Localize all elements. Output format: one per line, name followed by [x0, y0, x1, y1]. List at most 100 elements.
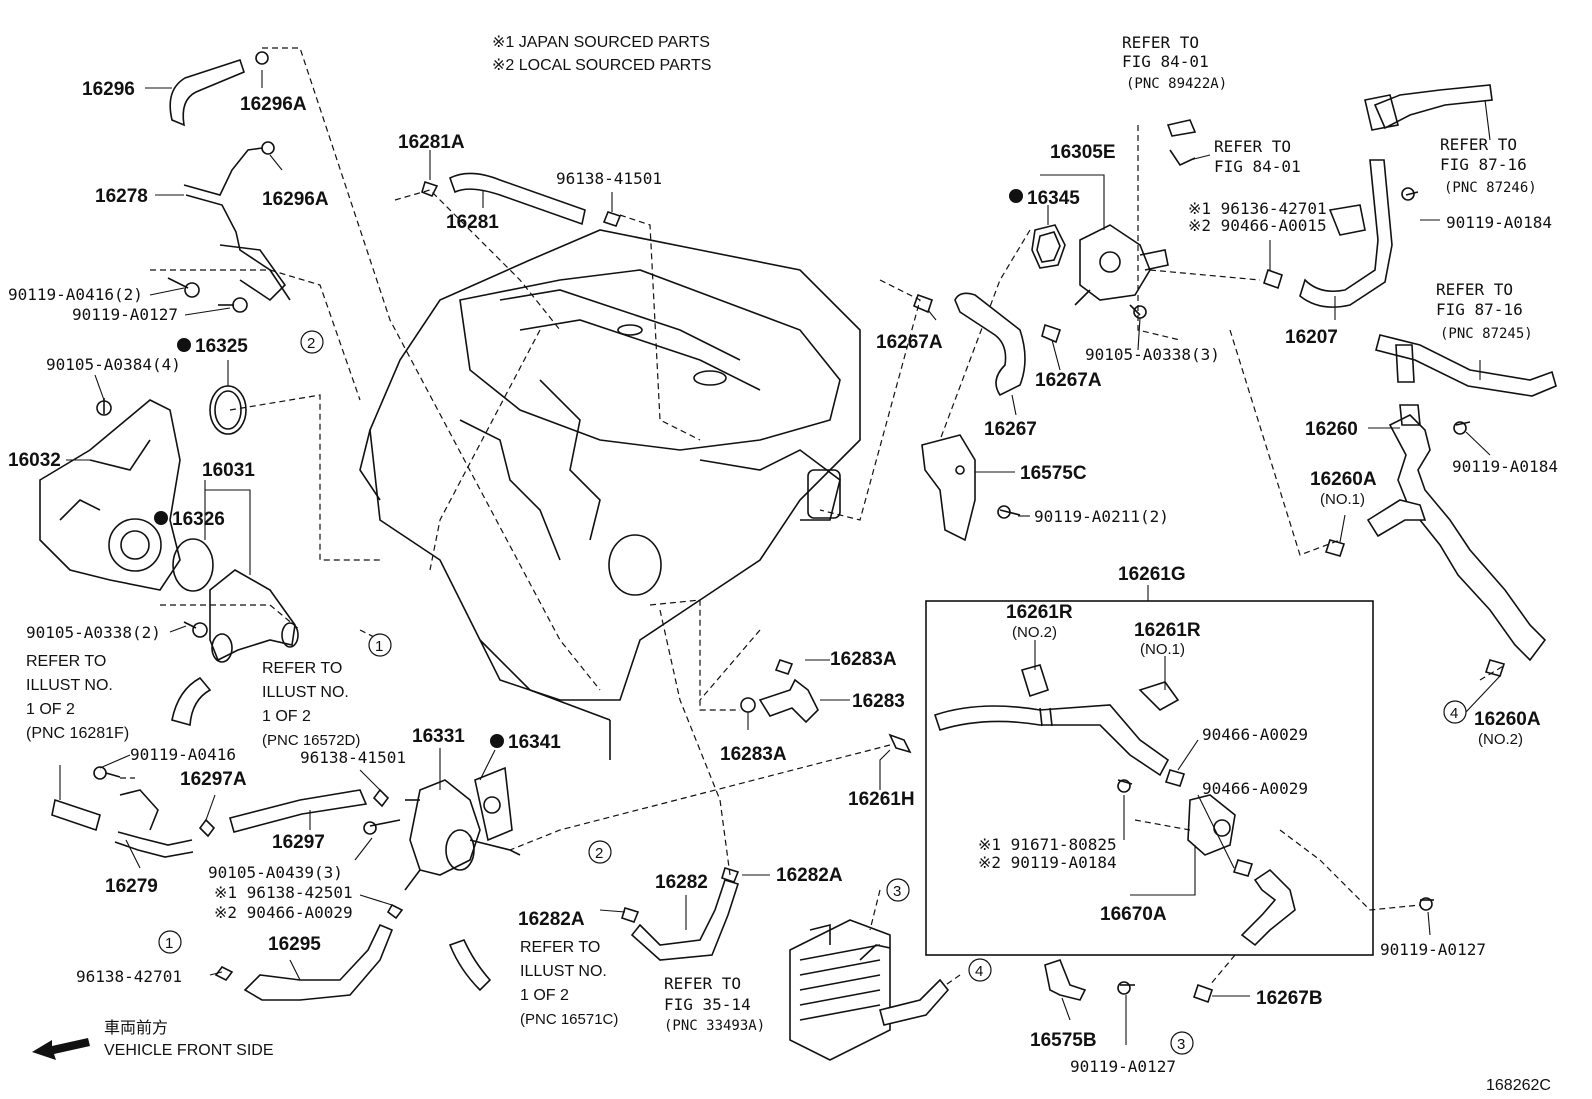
part-bolt-90105-A0439	[363, 819, 401, 835]
label-16305E: 16305E	[1050, 142, 1116, 163]
part-16341-gasket	[474, 766, 513, 842]
part-labels: 16296 16296A 16296A 16278 90119-A0416(2)…	[8, 79, 1558, 1076]
label-16575C: 16575C	[1020, 463, 1087, 484]
part-16282-hose	[621, 866, 740, 961]
label-90119-A0127-b: 90119-A0127	[1380, 940, 1486, 959]
label-90119-A0416-2: 90119-A0416(2)	[8, 285, 143, 304]
label-16282A-2: 16282A	[518, 909, 585, 930]
label-90466-A0029-c: 90466-A0029	[1202, 779, 1308, 798]
part-16032-water-pump	[39, 399, 181, 591]
svg-text:ILLUST NO.: ILLUST NO.	[26, 677, 113, 694]
dashed-routing	[120, 47, 1506, 1011]
circle-ref-1-a: 1	[368, 633, 392, 657]
label-90119-A0127-c: 90119-A0127	[1070, 1057, 1176, 1076]
part-16331-outlet	[404, 779, 521, 891]
circle-ref-4-b: 4	[1443, 700, 1467, 724]
label-16283: 16283	[852, 691, 905, 712]
front-side-jp: 車両前方	[104, 1019, 168, 1037]
label-16278: 16278	[95, 186, 148, 207]
label-16031: 16031	[202, 460, 255, 481]
svg-text:FIG 35-14: FIG 35-14	[664, 995, 751, 1014]
part-16295-hose	[214, 923, 394, 1001]
svg-text:ILLUST NO.: ILLUST NO.	[262, 684, 349, 701]
svg-text:FIG 87-16: FIG 87-16	[1440, 155, 1527, 174]
label-16281A: 16281A	[398, 132, 465, 153]
engine-block	[359, 229, 861, 760]
part-16281-hose	[421, 172, 622, 227]
svg-text:3: 3	[1177, 1036, 1185, 1053]
label-16261H: 16261H	[848, 789, 915, 810]
front-arrow-icon	[32, 1038, 90, 1060]
label-96138-41501-a: 96138-41501	[300, 748, 406, 767]
label-16267B: 16267B	[1256, 988, 1323, 1009]
ref-illust-16572D: REFER TO ILLUST NO. 1 OF 2 (PNC 16572D)	[262, 660, 360, 749]
legend-local: ※2 LOCAL SOURCED PARTS	[492, 57, 711, 74]
label-90105-A0384: 90105-A0384(4)	[46, 355, 181, 374]
label-16283A-1: 16283A	[830, 649, 897, 670]
label-16281: 16281	[446, 212, 499, 233]
label-16032: 16032	[8, 450, 61, 471]
svg-text:REFER TO: REFER TO	[1122, 33, 1199, 52]
label-16261G: 16261G	[1118, 564, 1186, 585]
part-bolt-90119-A0127	[1419, 897, 1434, 911]
part-16297-hose	[198, 788, 390, 838]
ref-fig84-01-a: REFER TO FIG 84-01 (PNC 89422A)	[1122, 33, 1227, 92]
label-90119-A0184-a: 90119-A0184	[1446, 213, 1552, 232]
part-fig87-16-hose-b	[1375, 334, 1557, 397]
label-90105-A0338-3: 90105-A0338(3)	[1085, 345, 1220, 364]
label-16297: 16297	[272, 832, 325, 853]
svg-text:1 OF 2: 1 OF 2	[26, 701, 75, 718]
ref-illust-16281F: REFER TO ILLUST NO. 1 OF 2 (PNC 16281F)	[26, 653, 129, 742]
circle-ref-1-b: 1	[158, 930, 182, 954]
part-16575C-bracket	[921, 434, 1021, 542]
svg-text:(PNC 33493A): (PNC 33493A)	[664, 1018, 765, 1034]
dot-16326	[154, 511, 168, 525]
part-16278-pipe	[183, 141, 291, 302]
circle-ref-3-a: 3	[886, 878, 910, 902]
part-16261-hose-assy	[933, 664, 1180, 777]
svg-text:FIG 87-16: FIG 87-16	[1436, 300, 1523, 319]
part-hose-ref-16571C	[448, 938, 492, 992]
label-16296A-1: 16296A	[240, 94, 307, 115]
label-96138-42701: 96138-42701	[76, 967, 182, 986]
part-16261H-clamp	[888, 733, 912, 754]
svg-text:FIG 84-01: FIG 84-01	[1122, 52, 1209, 71]
ref-fig84-01-b: REFER TO FIG 84-01	[1214, 137, 1301, 176]
label-90466-A0029-b: 90466-A0029	[1202, 725, 1308, 744]
box-16261G	[925, 585, 1374, 956]
label-90119-A0416: 90119-A0416	[130, 745, 236, 764]
part-16260-pipe	[1324, 404, 1547, 677]
label-90119-A0127-a: 90119-A0127	[72, 305, 178, 324]
part-16207-pipe	[1263, 159, 1419, 308]
label-90105-A0439: 90105-A0439(3)	[208, 863, 343, 882]
label-16207: 16207	[1285, 327, 1338, 348]
svg-text:REFER TO: REFER TO	[520, 939, 600, 956]
label-16260: 16260	[1305, 419, 1358, 440]
svg-text:1: 1	[375, 638, 383, 655]
svg-text:1 OF 2: 1 OF 2	[520, 987, 569, 1004]
part-bolt-90105-A0338	[183, 621, 208, 638]
label-16331: 16331	[412, 726, 465, 747]
dot-16325	[177, 338, 191, 352]
svg-text:REFER TO: REFER TO	[1440, 135, 1517, 154]
part-fig87-16-hose-a	[1364, 84, 1493, 131]
part-16279-pipe	[51, 766, 194, 858]
part-16326-oring	[172, 538, 214, 592]
svg-text:REFER TO: REFER TO	[1436, 280, 1513, 299]
label-16260A-2-note: (NO.2)	[1478, 731, 1523, 748]
part-hose-ref-16281F	[171, 676, 212, 727]
circle-ref-2-b: 2	[588, 840, 612, 864]
label-16295: 16295	[268, 934, 321, 955]
label-90119-A0184-b: 90119-A0184	[1452, 457, 1558, 476]
svg-text:ILLUST NO.: ILLUST NO.	[520, 963, 607, 980]
label-16261R-1: 16261R	[1006, 602, 1073, 623]
label-16670A: 16670A	[1100, 904, 1167, 925]
svg-text:(PNC 89422A): (PNC 89422A)	[1126, 76, 1227, 92]
svg-text:REFER TO: REFER TO	[664, 974, 741, 993]
part-bolts-upper-left	[96, 277, 248, 416]
label-16261R-1-note: (NO.2)	[1012, 624, 1057, 641]
label-91671-80825: ※1 91671-80825	[978, 835, 1117, 854]
part-16031-inlet	[209, 569, 299, 663]
